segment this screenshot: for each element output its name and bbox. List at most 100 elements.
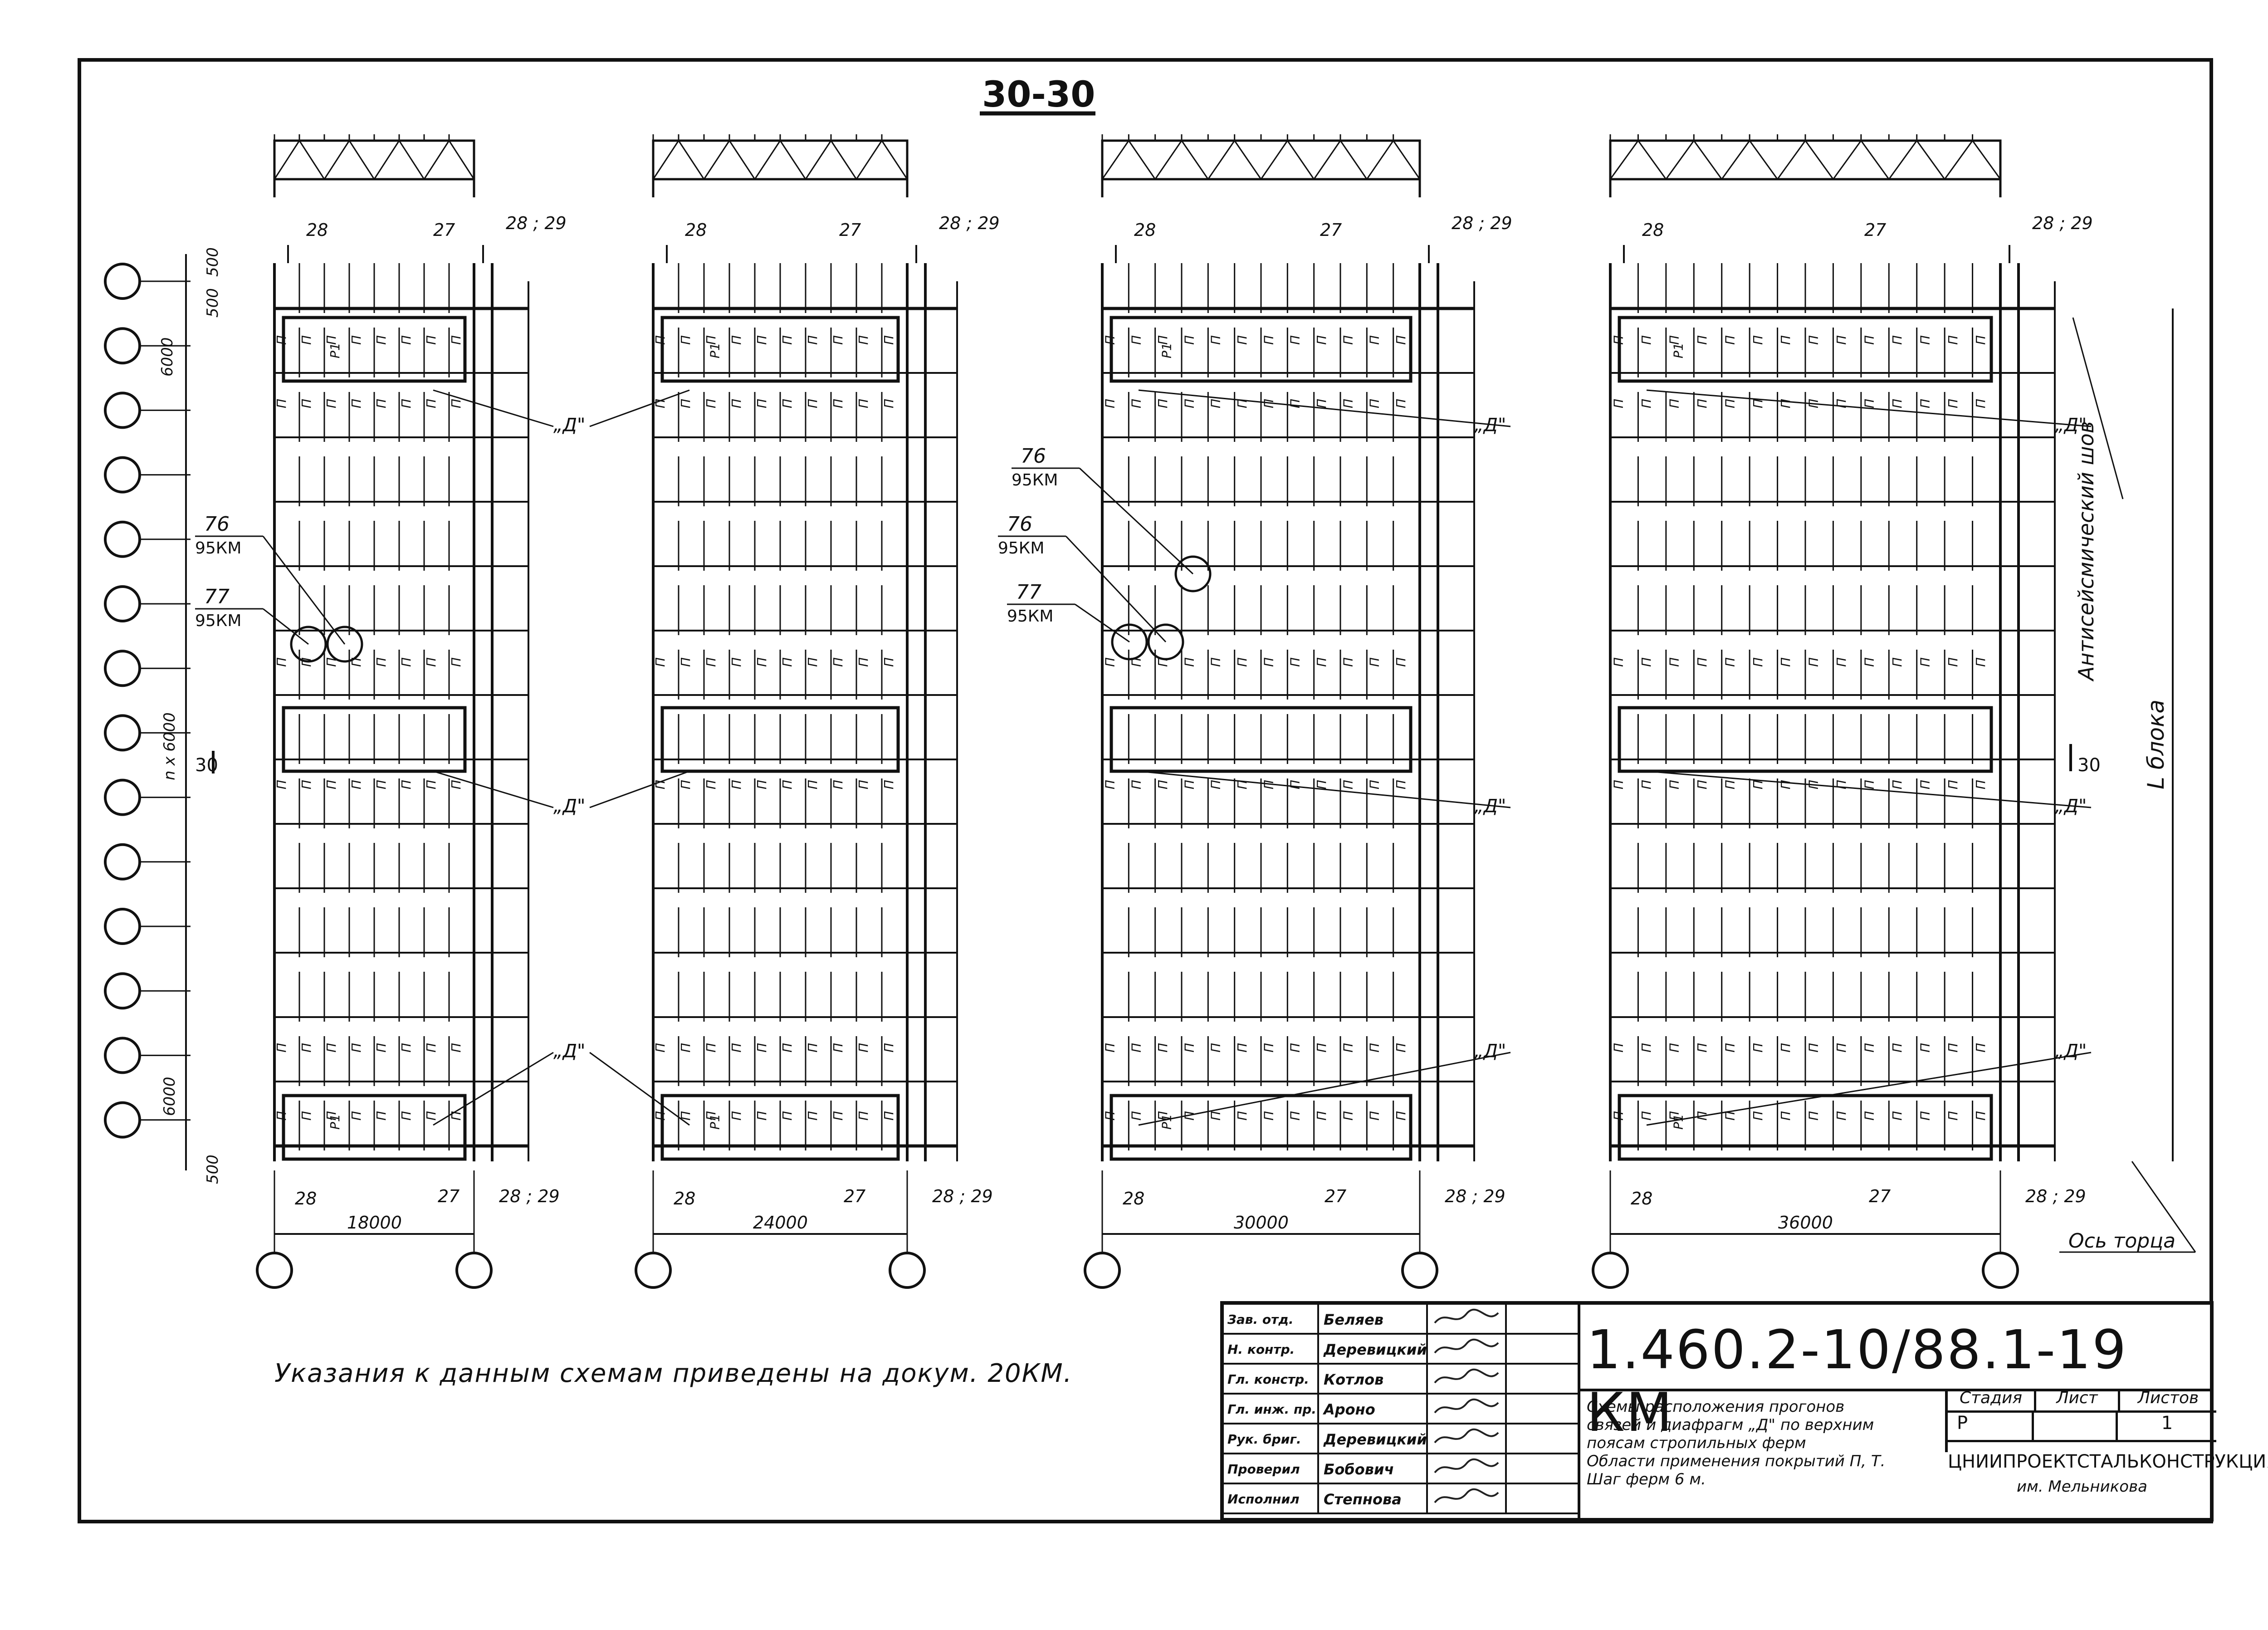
purlin-label: П <box>678 335 693 345</box>
purlin-label: П <box>881 657 896 667</box>
purlin-label: П <box>1973 780 1988 789</box>
purlin-label: П <box>653 335 668 345</box>
signature-mark <box>1428 1484 1507 1513</box>
truss-diagonal <box>805 140 832 180</box>
truss-diagonal <box>1944 140 1973 180</box>
purlin-label: П <box>299 399 314 408</box>
purlin-label: П <box>856 1043 871 1052</box>
truss-diagonal <box>678 140 705 180</box>
end-axis-label: Ось торца <box>2068 1229 2175 1253</box>
sheet-header: Лист <box>2036 1389 2120 1410</box>
purlin-label: П <box>1102 1043 1117 1052</box>
diaphragm-callout: „Д" <box>553 796 585 817</box>
purlin-label: П <box>780 399 795 408</box>
node-ref-bottom: 27 <box>1869 1186 1891 1206</box>
truss-elevation <box>1609 139 2002 181</box>
diaphragm-callout: „Д" <box>553 415 585 436</box>
axis-bubble <box>104 456 141 494</box>
truss-diagonal <box>1101 140 1129 180</box>
truss-diagonal <box>728 140 756 180</box>
purlin-label: П <box>881 335 896 345</box>
purlin-label: П <box>1208 335 1223 345</box>
truss-diagonal <box>1860 140 1890 180</box>
purlin-label: П <box>856 335 871 345</box>
node-ref-bottom: 27 <box>844 1186 865 1206</box>
truss-diagonal <box>373 140 400 180</box>
signature-mark <box>1428 1424 1507 1453</box>
purlin-label: П <box>1235 657 1250 667</box>
truss-diagonal <box>1804 140 1834 180</box>
description-line: Шаг ферм 6 м. <box>1587 1470 1706 1488</box>
organization: ЦНИИПРОЕКТСТАЛЬКОНСТРУКЦИЯ <box>1948 1451 2268 1472</box>
purlin-label: П <box>424 335 439 345</box>
purlin-label: П <box>324 780 339 789</box>
purlin-label: П <box>1667 399 1682 408</box>
drawing-frame <box>78 58 2213 1523</box>
purlin-label: П <box>374 657 389 667</box>
node-ref-bottom: 28 ; 29 <box>499 1186 560 1206</box>
truss-diagonal <box>323 140 350 180</box>
section-mark-left: 30 <box>195 755 218 776</box>
diaphragm-zone <box>1110 1094 1413 1161</box>
detail-circle <box>1174 555 1212 592</box>
purlin-label: П <box>1667 1043 1682 1052</box>
callout-leader <box>589 770 690 808</box>
axis-bubble <box>104 908 141 945</box>
purlin-label: П <box>1208 1111 1223 1121</box>
purlin-label: П <box>1917 399 1932 408</box>
signature-row: Зав. отд.Беляев <box>1224 1305 1578 1335</box>
bay-span-label: 30000 <box>1234 1213 1289 1233</box>
purlin-label: П <box>678 1043 693 1052</box>
purlin-label: П <box>1695 399 1710 408</box>
purlin-label: П <box>1917 657 1932 667</box>
purlin-label: П <box>653 1111 668 1121</box>
signature-mark <box>1428 1365 1507 1393</box>
purlin-label: П <box>1393 1043 1408 1052</box>
purlin-label: П <box>856 399 871 408</box>
detail-circle <box>290 626 327 663</box>
purlin-label: П <box>1314 780 1329 789</box>
purlin-label: П <box>324 399 339 408</box>
purlin-label: П <box>1890 335 1905 345</box>
signature-mark <box>1428 1395 1507 1423</box>
end-axis-leader <box>2131 1161 2196 1253</box>
truss-diagonal <box>1207 140 1235 180</box>
purlin-label: П <box>1890 1111 1905 1121</box>
callout-leader <box>589 1052 690 1126</box>
truss-diagonal <box>1339 140 1368 180</box>
detail-callout-number: 77 <box>1016 581 1041 604</box>
callout-leader <box>1646 770 2092 808</box>
truss-diagonal <box>703 140 730 180</box>
purlin-label: П <box>1288 335 1303 345</box>
callout-leader <box>1138 1052 1511 1126</box>
purlin-label: П <box>1102 657 1117 667</box>
diaphragm-callout: „Д" <box>553 415 585 436</box>
truss-elevation <box>273 139 475 181</box>
node-ref-top: 28 <box>685 220 707 240</box>
purlin-label: П <box>1750 399 1765 408</box>
purlin-label: П <box>754 1043 769 1052</box>
purlin-label: П <box>1393 657 1408 667</box>
detail-circle <box>1147 623 1184 661</box>
tie-label: Р1 <box>708 1114 723 1130</box>
signature-role: Рук. бриг. <box>1224 1424 1319 1453</box>
purlin-label: П <box>754 780 769 789</box>
description-line: Области применения покрытий П, Т. <box>1587 1452 1886 1470</box>
seismic-seam-label: Антисейсмический шов <box>2074 421 2098 682</box>
callout-leader <box>1138 389 1511 427</box>
purlin-label: П <box>831 1111 846 1121</box>
purlin-label: П <box>1611 399 1626 408</box>
callout-leader <box>262 536 346 645</box>
truss-diagonal <box>779 140 807 180</box>
purlin-label: П <box>1917 335 1932 345</box>
bay-span-label: 24000 <box>753 1213 808 1233</box>
purlin-label: П <box>1261 335 1276 345</box>
purlin-label: П <box>1182 780 1197 789</box>
purlin-label: П <box>1806 657 1821 667</box>
node-ref-top: 28 <box>1642 220 1664 240</box>
purlin-label: П <box>1639 399 1654 408</box>
purlin-label: П <box>704 657 719 667</box>
